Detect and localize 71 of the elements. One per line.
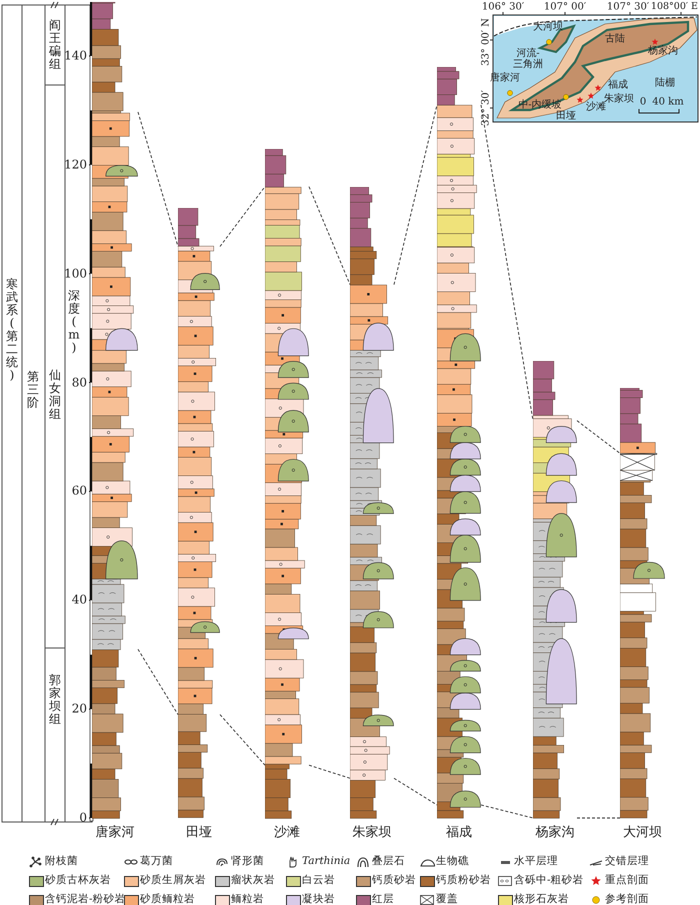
legend-label: 叠层石 xyxy=(372,856,405,868)
section-name: 唐家河 xyxy=(96,826,134,840)
scale-label: 40 km xyxy=(652,96,684,108)
legend-label: 水平层理 xyxy=(514,856,558,868)
scale-label: 0 xyxy=(640,96,646,108)
section-name: 福成 xyxy=(446,826,472,840)
system-label: 寒武系(第二统) xyxy=(6,278,18,382)
correlation-line xyxy=(308,764,350,779)
formation-label: 仙女洞组 xyxy=(48,369,62,421)
tick-label: 140 xyxy=(64,49,87,63)
legend-label: 凝块岩 xyxy=(302,894,335,905)
legend-label: 交错层理 xyxy=(605,856,649,868)
legend-label: 砂质鲕粒岩 xyxy=(140,894,195,905)
section-name: 田垭 xyxy=(186,826,212,840)
map-label: 大河坝 xyxy=(533,22,563,32)
legend-label: Tarthinia xyxy=(302,856,350,868)
map-label: 田垭 xyxy=(556,110,576,122)
formation-label: 郭家坝组 xyxy=(48,674,62,726)
legend-label: 参考剖面 xyxy=(605,894,649,905)
map-label: 河流-三角洲 xyxy=(512,48,544,70)
legend-label: 钙质砂岩 xyxy=(372,875,416,887)
correlation-line xyxy=(220,714,266,766)
tick-label: 120 xyxy=(64,158,87,172)
map-label: 陆棚 xyxy=(655,78,675,88)
correlation-line xyxy=(394,778,438,806)
section-name: 朱家坝 xyxy=(352,826,392,840)
tick-label: 20 xyxy=(72,702,87,716)
legend-label: 白云岩 xyxy=(302,875,335,887)
correlation-line xyxy=(576,420,620,454)
legend-label: 砂质生屑灰岩 xyxy=(140,875,206,887)
correlation-line xyxy=(138,648,178,716)
tick-label: 100 xyxy=(64,267,87,280)
legend-label: 核形石灰岩 xyxy=(514,894,569,905)
section-name: 沙滩 xyxy=(274,826,300,840)
legend-label: 砂质古杯灰岩 xyxy=(45,875,111,887)
legend-label: 覆盖 xyxy=(436,894,458,905)
map-label: 朱家坝 xyxy=(604,94,634,104)
map-label: 古陆 xyxy=(605,34,625,44)
coordinate-label: 108°00′ E xyxy=(650,2,698,12)
legend-label: 生物礁 xyxy=(436,856,469,868)
correlation-line xyxy=(394,104,438,286)
correlation-line xyxy=(480,104,534,422)
coordinate-label: 106° 30′ xyxy=(482,2,524,12)
legend-label: 肾形菌 xyxy=(231,856,264,868)
section-name: 杨家沟 xyxy=(536,826,574,840)
coordinate-label: 33° 00′ N xyxy=(480,18,492,66)
formation-label: 阎王碥组 xyxy=(48,19,62,71)
legend-label: 红层 xyxy=(372,894,394,905)
legend-label: 含钙泥岩-粉砂岩 xyxy=(45,894,126,905)
correlation-line xyxy=(308,186,350,286)
legend-label: 附枝菌 xyxy=(45,856,78,868)
tick-label: 60 xyxy=(72,484,87,498)
tick-label: 0 xyxy=(79,811,87,825)
section-name: 大河坝 xyxy=(623,826,662,840)
coordinate-label: 107° 00′ xyxy=(544,2,586,12)
legend-label: 瘤状灰岩 xyxy=(231,875,275,887)
axis-title: 深度(m) xyxy=(68,290,80,354)
coordinate-label: 107° 30′ xyxy=(606,2,650,12)
map-label: 沙滩 xyxy=(586,102,606,112)
legend-label: 鲕粒岩 xyxy=(231,894,264,905)
legend-label: 葛万菌 xyxy=(140,856,173,868)
stage-label: 第三阶 xyxy=(26,370,40,410)
correlation-line xyxy=(138,112,178,247)
tick-label: 40 xyxy=(72,594,87,607)
tick-label: 80 xyxy=(72,376,87,390)
map-label: 福成 xyxy=(608,80,628,90)
legend-label: 重点剖面 xyxy=(605,875,649,887)
correlation-line xyxy=(480,804,534,818)
legend-label: 钙质粉砂岩 xyxy=(436,875,491,887)
legend-label: 含砾中-粗砂岩 xyxy=(514,875,584,887)
correlation-line xyxy=(220,186,266,247)
